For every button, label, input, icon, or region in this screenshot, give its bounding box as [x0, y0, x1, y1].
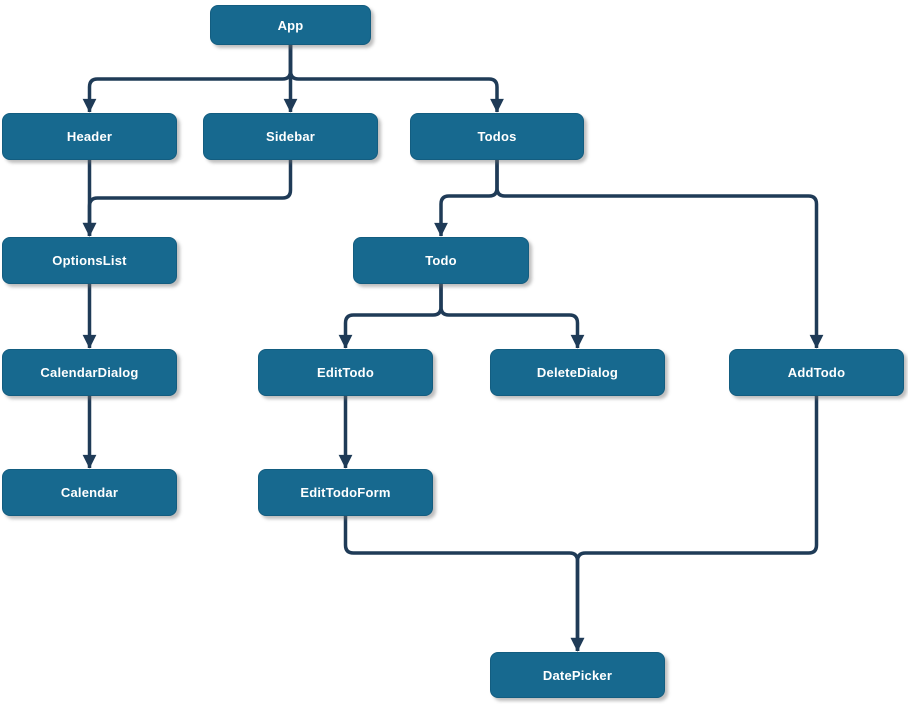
- edge-sidebar-optionslist: [82, 160, 293, 237]
- node-todos: Todos: [410, 113, 584, 160]
- node-label: Todos: [477, 129, 517, 144]
- edge-addtodo-datepicker: [570, 396, 819, 652]
- node-app: App: [210, 5, 371, 45]
- edge-app-todos: [288, 45, 504, 113]
- node-header: Header: [2, 113, 177, 160]
- node-datepicker: DatePicker: [490, 652, 665, 698]
- edge-todo-deletedialog: [439, 284, 585, 349]
- edge-edittodoform-datepicker: [343, 516, 585, 652]
- node-edittodo: EditTodo: [258, 349, 433, 396]
- node-label: DeleteDialog: [536, 365, 619, 380]
- node-label: EditTodoForm: [300, 485, 391, 500]
- node-optionslist: OptionsList: [2, 237, 177, 284]
- node-label: Calendar: [60, 485, 119, 500]
- node-calendardialog: CalendarDialog: [2, 349, 177, 396]
- edge-todos-todo: [434, 160, 499, 237]
- node-label: AddTodo: [787, 365, 846, 380]
- node-label: Header: [66, 129, 113, 144]
- node-sidebar: Sidebar: [203, 113, 378, 160]
- node-label: DatePicker: [542, 667, 613, 683]
- node-edittodoform: EditTodoForm: [258, 469, 433, 516]
- node-label: Sidebar: [265, 129, 316, 144]
- edge-app-header: [82, 45, 293, 113]
- node-calendar: Calendar: [2, 469, 177, 516]
- edge-todo-edittodo: [338, 284, 443, 349]
- node-label: App: [277, 17, 304, 33]
- node-label: OptionsList: [52, 253, 127, 268]
- node-deletedialog: DeleteDialog: [490, 349, 665, 396]
- node-label: EditTodo: [317, 365, 374, 380]
- edge-todos-addtodo: [495, 160, 824, 349]
- node-label: Todo: [425, 253, 457, 268]
- node-label: CalendarDialog: [40, 365, 139, 380]
- node-addtodo: AddTodo: [729, 349, 904, 396]
- node-todo: Todo: [353, 237, 529, 284]
